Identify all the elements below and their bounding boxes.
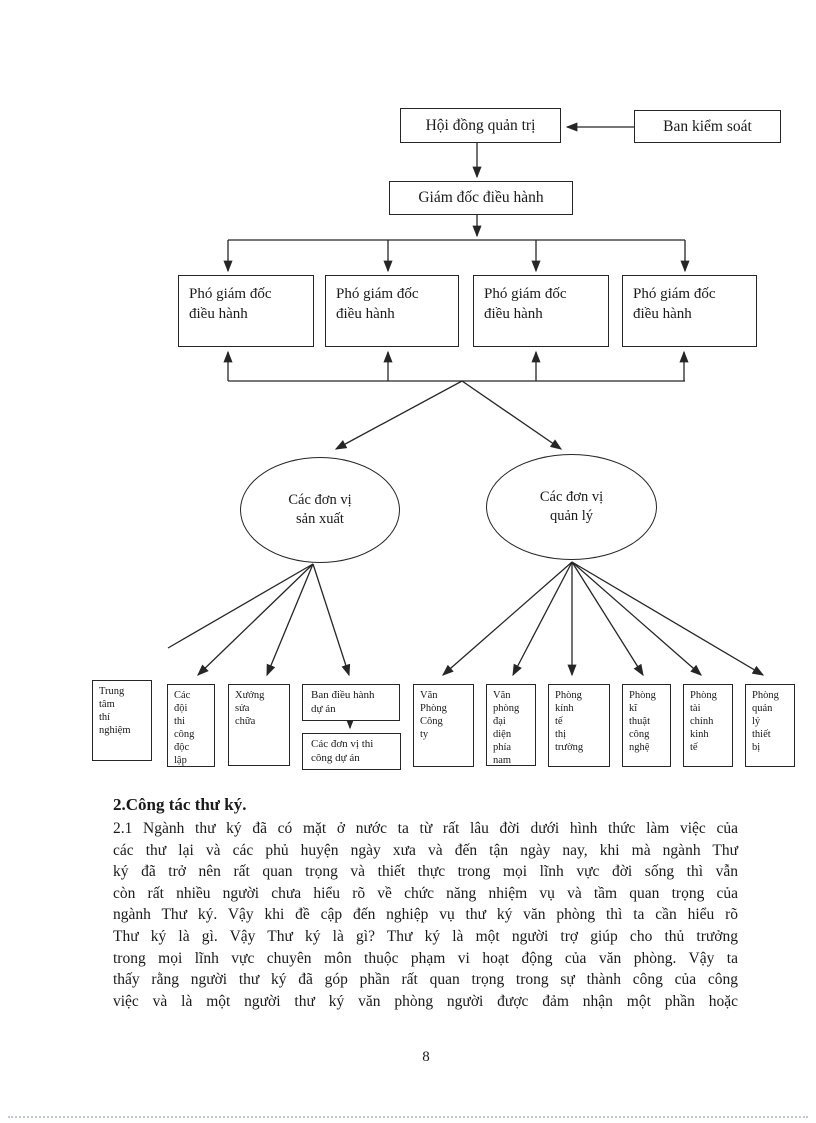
box-deputy-ceo-3: Phó giám đốc điều hành (473, 275, 609, 347)
unit-box-phong-tai-chinh-kinh-te: Phòng tài chính kinh tế (683, 684, 733, 767)
paragraph-line: trong mọi lĩnh vực chuyên môn thuộc phạm… (113, 949, 738, 967)
unit-box-phong-ki-thuat-cong-nghe: Phòng kĩ thuật công nghệ (622, 684, 671, 767)
paragraph-line: thấy rằng người thư ký đã góp phần rất q… (113, 971, 738, 989)
paragraph-line: ngành Thư ký. Vậy khi đề cập đến nghiệp … (113, 906, 738, 924)
unit-box-ban-dieu-hanh-du-an: Ban điều hành dự án (302, 684, 400, 721)
footer-divider (8, 1116, 808, 1118)
section-heading: 2.Công tác thư ký. (113, 795, 247, 814)
paragraph-line: Thư ký là gì. Vậy Thư ký là gì? Thư ký l… (113, 927, 738, 945)
box-deputy-ceo-1: Phó giám đốc điều hành (178, 275, 314, 347)
paragraph-line: ký đã trở nên rất quan trọng và thiết th… (113, 863, 738, 881)
body-paragraph: 2.1 Ngành thư ký đã có mặt ở nước ta từ … (113, 818, 738, 1012)
box-board-of-directors: Hội đồng quản trị (400, 108, 561, 143)
page-number: 8 (422, 1049, 430, 1065)
unit-box-trung-tam-thi-nghiem: Trung tâm thí nghiệm (92, 680, 152, 761)
paragraph-line: còn rất nhiều người chưa hiểu rõ về chức… (113, 884, 738, 902)
unit-box-phong-kinh-te-thi-truong: Phòng kính tế thị trường (548, 684, 610, 767)
ellipse-management-units: Các đơn vị quản lý (486, 454, 657, 560)
unit-box-phong-quan-ly-thiet-bi: Phòng quản lý thiết bị (745, 684, 795, 767)
paragraph-line: các thư lại và các phủ huyện ngày xưa và… (113, 841, 738, 859)
box-control-board: Ban kiểm soát (634, 110, 781, 143)
paragraph-line: việc và là một người thư ký văn phòng ng… (113, 992, 738, 1010)
unit-box-cac-doi-thi-cong-doc-lap: Các đội thi công độc lập (167, 684, 215, 767)
unit-box-xuong-sua-chua: Xưởng sửa chữa (228, 684, 290, 766)
paragraph-line: 2.1 Ngành thư ký đã có mặt ở nước ta từ … (113, 820, 738, 837)
box-deputy-ceo-2: Phó giám đốc điều hành (325, 275, 459, 347)
ellipse-production-units: Các đơn vị sản xuất (240, 457, 400, 563)
box-ceo: Giám đốc điều hành (389, 181, 573, 215)
unit-box-van-phong-dai-dien-phia-nam: Văn phòng đại diện phía nam (486, 684, 536, 766)
unit-box-van-phong-cong-ty: Văn Phòng Công ty (413, 684, 474, 767)
unit-box-cac-don-vi-thi-cong-du-an: Các đơn vị thi công dự án (302, 733, 401, 770)
box-deputy-ceo-4: Phó giám đốc điều hành (622, 275, 757, 347)
